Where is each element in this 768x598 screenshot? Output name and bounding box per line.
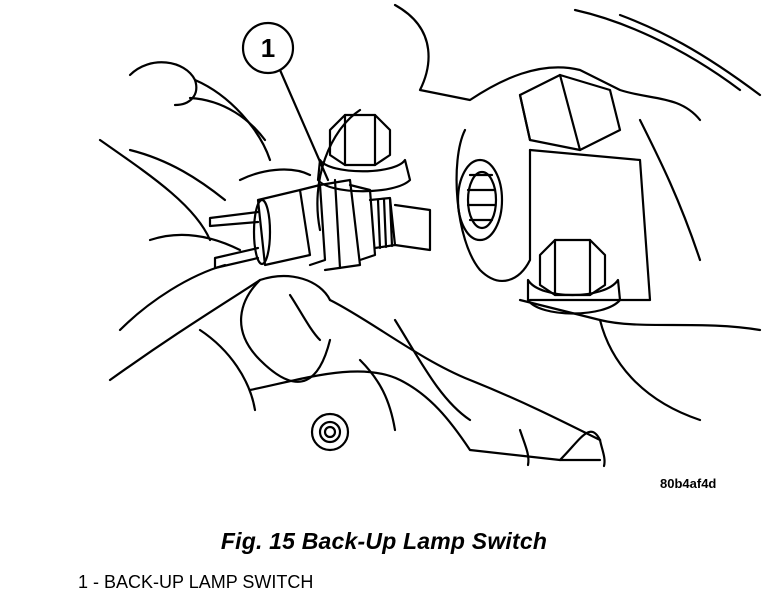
technician-hands: [98, 61, 332, 412]
technical-illustration: 1: [98, 3, 762, 468]
figure-legend: 1 - BACK-UP LAMP SWITCH: [78, 572, 313, 593]
callout-number: 1: [261, 33, 275, 63]
shift-shaft-boss: [455, 73, 652, 302]
legend-item: 1 - BACK-UP LAMP SWITCH: [78, 572, 314, 592]
drain-plug: [310, 412, 350, 452]
illustration-code: 80b4af4d: [660, 476, 717, 491]
callout-1: [241, 21, 330, 182]
transmission-case: [248, 3, 762, 468]
figure-caption: Fig. 15 Back-Up Lamp Switch: [220, 528, 548, 554]
upper-bolt: [316, 113, 412, 193]
back-up-lamp-switch: [208, 178, 432, 272]
lower-bolt: [526, 238, 622, 315]
